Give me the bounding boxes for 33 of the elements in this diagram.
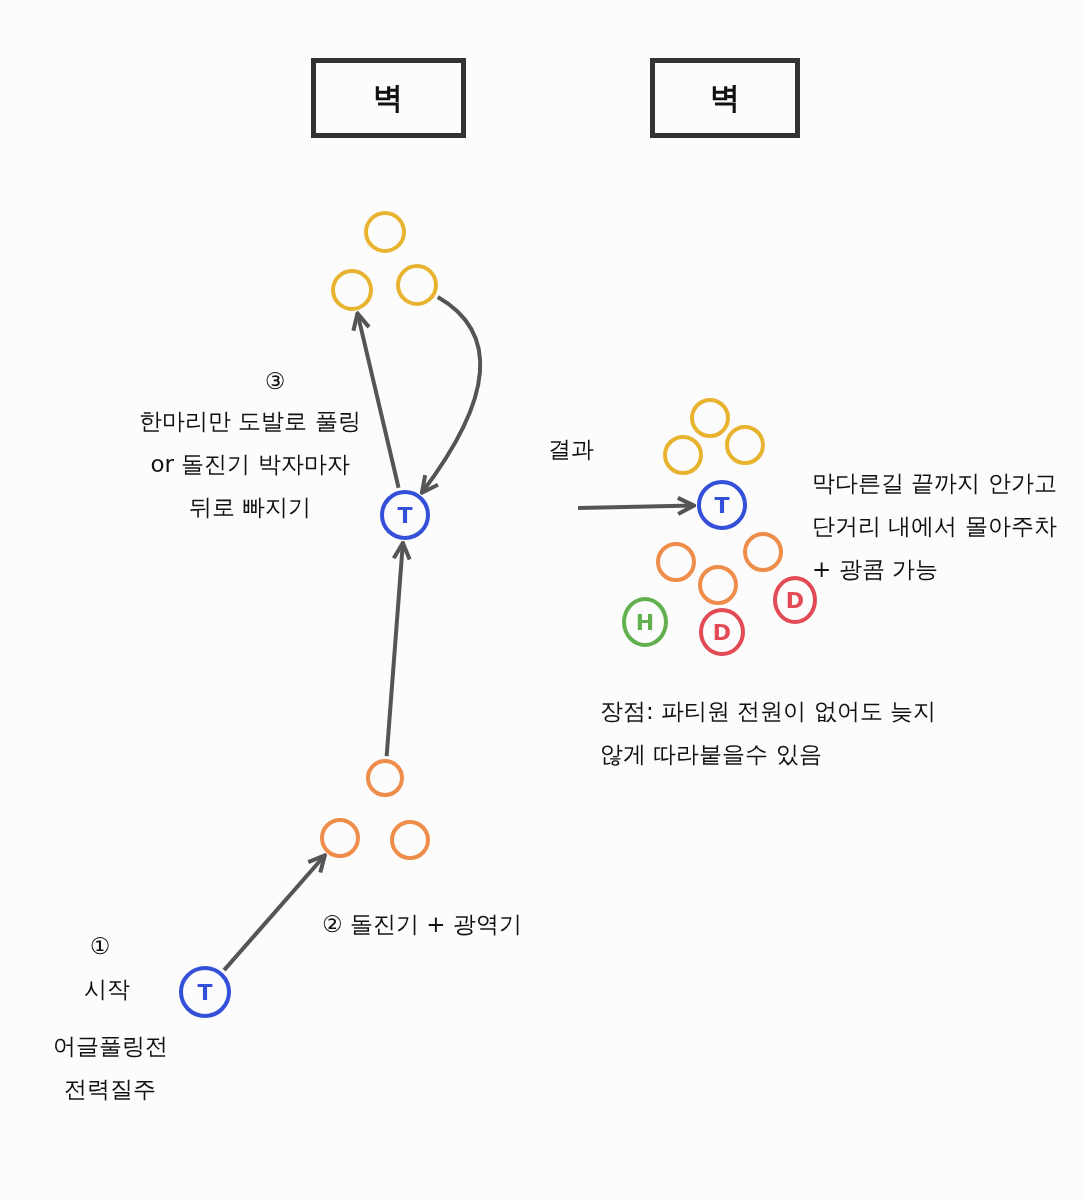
note-text: 장점: 파티원 전원이 없어도 늦지 않게 따라붙을수 있음	[600, 697, 937, 769]
circle-marker	[663, 435, 703, 475]
circle-marker	[396, 264, 438, 306]
letter-circle: T	[697, 480, 747, 530]
letter-circle: D	[699, 608, 745, 656]
note-text: ② 돌진기 + 광역기	[322, 910, 523, 939]
circle-marker	[656, 542, 696, 582]
arrow	[222, 853, 327, 972]
circle-marker	[331, 269, 373, 311]
step-number: ③	[263, 367, 287, 396]
circle-marker	[725, 425, 765, 465]
circle-marker	[366, 759, 404, 797]
circle-marker	[364, 211, 406, 253]
letter-circle: H	[622, 597, 668, 647]
arrow	[419, 295, 482, 495]
circle-marker	[390, 820, 430, 860]
note-text: 한마리만 도발로 풀링 or 돌진기 박자마자 뒤로 빠지기	[138, 407, 362, 522]
note-text: 어글풀링전 전력질주	[51, 1032, 169, 1104]
circle-marker	[743, 532, 783, 572]
letter-circle: D	[773, 576, 817, 624]
arrow	[577, 495, 696, 516]
letter-circle: T	[380, 490, 430, 540]
arrow	[351, 311, 401, 489]
wall-box: 벽	[650, 58, 800, 138]
circle-marker	[698, 565, 738, 605]
wall-box: 벽	[310, 58, 466, 138]
step-number: ①	[88, 932, 112, 961]
note-text: 결과	[548, 435, 595, 464]
note-text: 시작	[83, 975, 131, 1004]
circle-marker	[690, 398, 730, 438]
arrow	[384, 540, 412, 757]
circle-marker	[320, 818, 360, 858]
letter-circle: T	[179, 966, 231, 1018]
